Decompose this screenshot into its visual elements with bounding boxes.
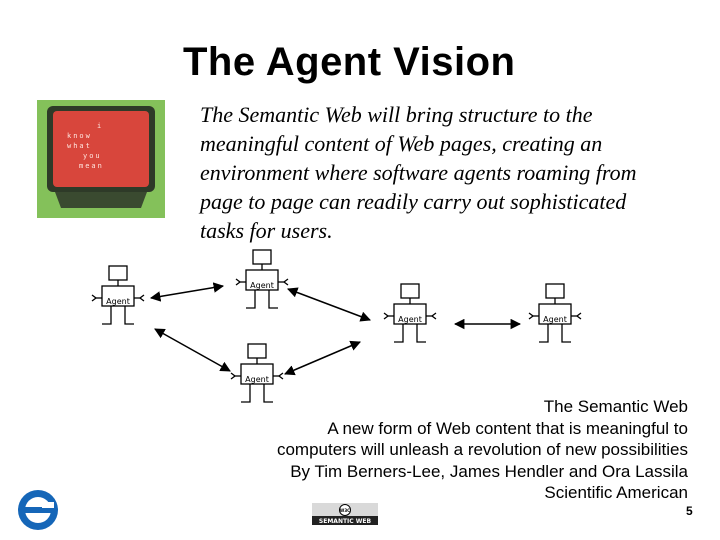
page-number: 5 [686, 504, 693, 518]
semantic-web-badge-icon: W3C SEMANTIC WEB [312, 503, 378, 525]
agent-figure-icon: Agent [235, 249, 289, 309]
agent-label: Agent [543, 315, 567, 324]
agent-figure-icon: Agent [383, 283, 437, 343]
double-arrow-icon [284, 340, 361, 376]
agent-diagram: Agent Agent Agent Agent Agent [91, 249, 582, 403]
double-arrow-icon [154, 328, 231, 372]
badge-top-text: W3C [340, 508, 350, 513]
double-arrow-icon [149, 282, 225, 302]
monitor-word: i [97, 122, 103, 130]
agent-label: Agent [398, 315, 422, 324]
double-arrow-icon [287, 287, 371, 322]
monitor-word: what [67, 142, 92, 150]
monitor-icon: i know what you mean [37, 100, 165, 218]
monitor-word: know [67, 132, 92, 140]
citation-line: computers will unleash a revolution of n… [276, 440, 688, 459]
intro-paragraph: The Semantic Web will bring structure to… [200, 102, 637, 243]
agent-figure-icon: Agent [91, 265, 145, 325]
monitor-word: you [83, 152, 102, 160]
monitor-word: mean [79, 162, 104, 170]
agent-label: Agent [250, 281, 274, 290]
citation-line: The Semantic Web [543, 397, 688, 416]
circle-logo-icon [18, 490, 58, 530]
citation-line: A new form of Web content that is meanin… [327, 418, 688, 438]
agent-label: Agent [106, 297, 130, 306]
citation-line: Scientific American [544, 483, 688, 502]
citation-line: By Tim Berners-Lee, James Hendler and Or… [290, 461, 688, 481]
agent-label: Agent [245, 375, 269, 384]
slide-title: The Agent Vision [183, 40, 516, 84]
agent-figure-icon: Agent [528, 283, 582, 343]
agent-figure-icon: Agent [230, 343, 284, 403]
citation-block: The Semantic Web A new form of Web conte… [277, 396, 688, 504]
badge-bottom-text: SEMANTIC WEB [319, 518, 372, 525]
